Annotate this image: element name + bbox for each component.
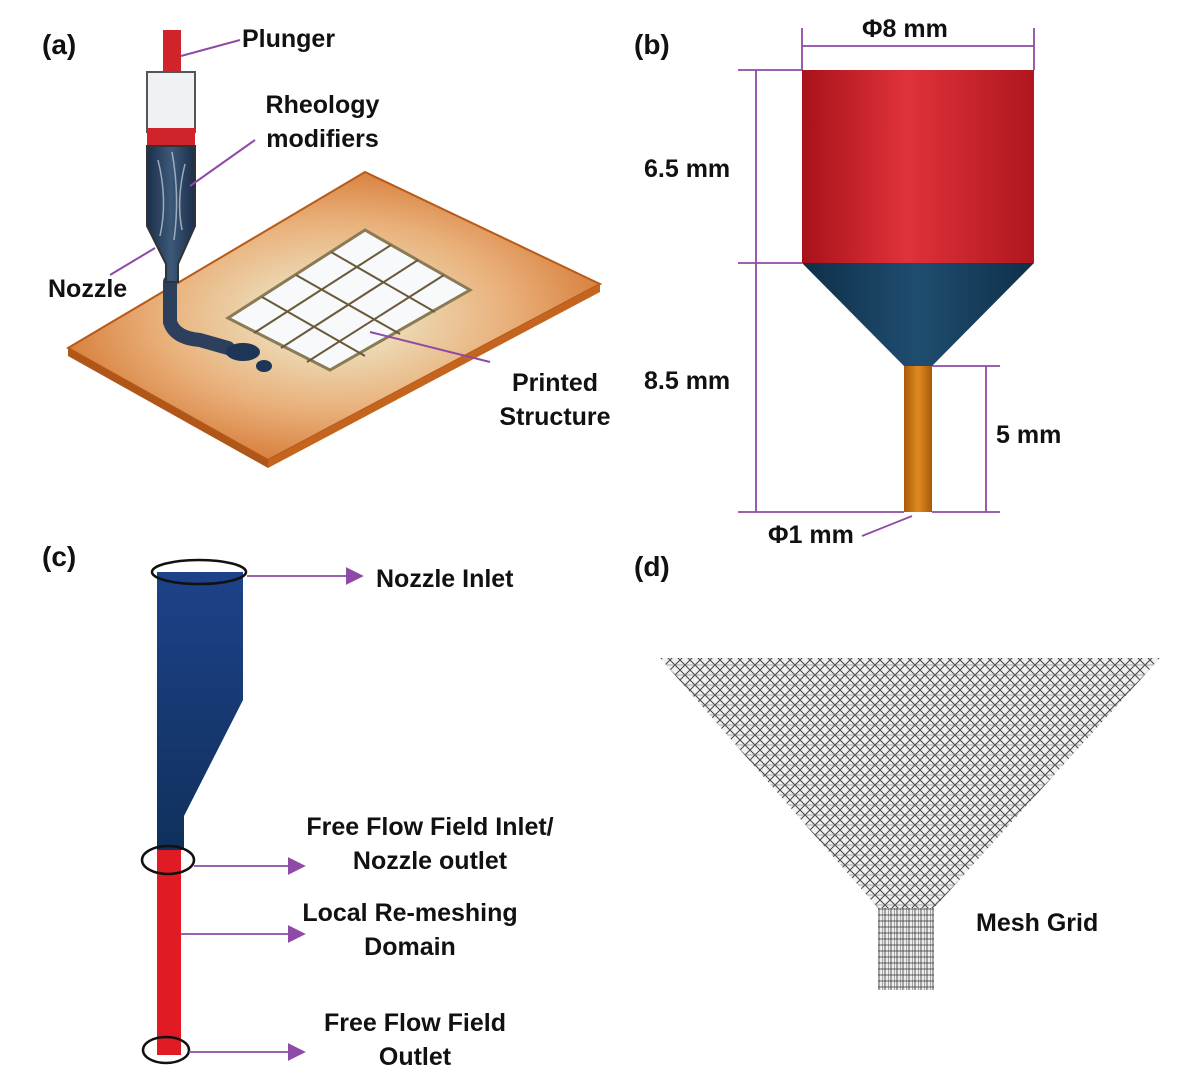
printed-structure <box>224 228 474 372</box>
remesh-label-1: Local Re-meshing <box>302 899 518 927</box>
upper-height-label: 6.5 mm <box>644 155 731 183</box>
printed-label-1: Printed <box>511 369 599 397</box>
plunger-label: Plunger <box>242 25 336 53</box>
remesh-label-2: Domain <box>364 933 456 961</box>
tip-length-label: 5 mm <box>996 421 1062 449</box>
printed-label-2: Structure <box>499 403 611 431</box>
mesh-grid-label: Mesh Grid <box>976 909 1099 937</box>
syringe-body <box>146 145 196 283</box>
panel-b-drawing <box>738 28 1035 537</box>
syringe-barrel-empty <box>146 71 196 133</box>
mesh-neck <box>878 908 934 990</box>
panel-d-mesh <box>660 658 1160 990</box>
rheology-label-2: modifiers <box>266 125 379 153</box>
mesh-cone <box>660 658 1160 908</box>
dimension-lines <box>738 28 1035 537</box>
tip-diameter-label: Φ1 mm <box>768 521 854 549</box>
plunger-head <box>147 128 195 146</box>
panel-c-domain <box>140 558 364 1065</box>
ff-outlet-ellipse <box>141 1035 191 1065</box>
panel-c-tag: (c) <box>42 541 77 572</box>
nozzle-tip <box>904 366 932 512</box>
panel-a-tag: (a) <box>42 29 77 60</box>
barrel-cylinder <box>802 70 1034 263</box>
lower-height-label: 8.5 mm <box>644 367 731 395</box>
rheology-label-1: Rheology <box>265 91 380 119</box>
deposited-droplet <box>226 343 260 361</box>
ff-inlet-label-1: Free Flow Field Inlet/ <box>306 813 554 841</box>
panel-a-leaders <box>109 39 491 363</box>
ff-inlet-label-2: Nozzle outlet <box>352 847 508 875</box>
nozzle-label: Nozzle <box>48 275 128 303</box>
remesh-domain-red <box>157 850 181 1055</box>
nozzle-inlet-label: Nozzle Inlet <box>376 565 514 593</box>
top-diameter-label: Φ8 mm <box>862 15 948 43</box>
panel-b-tag: (b) <box>634 29 670 60</box>
ff-outlet-label-2: Outlet <box>378 1043 452 1071</box>
panel-d-tag: (d) <box>634 551 670 582</box>
panel-a-illustration <box>65 30 603 468</box>
extruded-filament <box>163 275 235 355</box>
nozzle-domain-blue <box>157 572 243 850</box>
nozzle-cone <box>802 263 1034 366</box>
build-plate-edge <box>68 348 268 468</box>
ff-outlet-label-1: Free Flow Field <box>324 1009 506 1037</box>
inlet-ellipse <box>150 558 248 586</box>
ff-inlet-ellipse <box>140 844 196 876</box>
